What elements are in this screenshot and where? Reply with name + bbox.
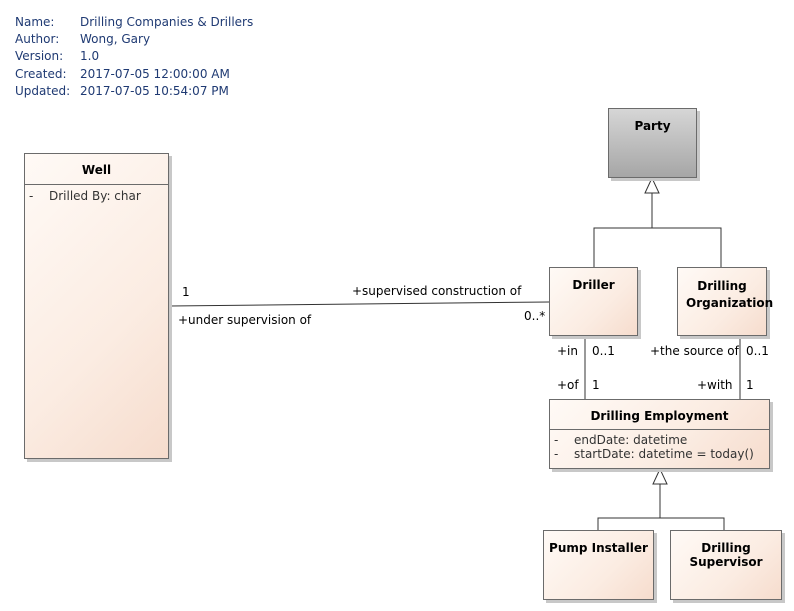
class-drilling-supervisor[interactable]: Drilling Supervisor: [670, 530, 782, 600]
class-drilling-supervisor-name: Drilling Supervisor: [689, 541, 763, 569]
class-drilling-organization-name: Drilling Organization: [686, 279, 774, 310]
class-pump-installer[interactable]: Pump Installer: [543, 530, 654, 600]
generalization-driller-party[interactable]: [593, 193, 653, 267]
class-party[interactable]: Party: [608, 108, 697, 178]
well-role: +under supervision of: [178, 313, 312, 327]
generalization-arrowhead-employment: [652, 467, 668, 485]
driller-multiplicity-well: 0..*: [524, 309, 546, 323]
meta-row-author: Author:Wong, Gary: [15, 32, 151, 47]
class-drilling-employment-attribute-startdate: - startDate: datetime = today(): [554, 447, 754, 461]
employment-role-of: +of: [557, 378, 579, 392]
meta-row-version: Version:1.0: [15, 49, 100, 64]
employment-multiplicity-driller: 1: [592, 378, 600, 392]
meta-row-updated: Updated:2017-07-05 10:54:07 PM: [15, 83, 229, 98]
generalization-org-party[interactable]: [652, 227, 722, 267]
driller-role-supervised: +supervised construction of: [352, 284, 522, 298]
employment-role-with: +with: [697, 378, 733, 392]
org-role-source: +the source of: [650, 344, 739, 358]
class-drilling-employment-separator: [550, 429, 769, 430]
meta-row-name: Name:Drilling Companies & Drillers: [15, 15, 254, 29]
generalization-supervisor-employment[interactable]: [660, 517, 725, 530]
org-multiplicity-employment: 0..1: [746, 344, 769, 358]
class-driller[interactable]: Driller: [549, 267, 638, 336]
generalization-pump-employment[interactable]: [597, 484, 661, 530]
class-drilling-employment-attribute-enddate: - endDate: datetime: [554, 433, 688, 447]
association-well-driller[interactable]: [169, 301, 550, 307]
class-well-attribute: - Drilled By: char: [29, 189, 141, 203]
driller-multiplicity-employment: 0..1: [592, 344, 615, 358]
employment-multiplicity-org: 1: [746, 378, 754, 392]
class-well[interactable]: Well - Drilled By: char: [24, 153, 169, 459]
class-drilling-employment-name: Drilling Employment: [590, 409, 729, 423]
well-multiplicity: 1: [182, 285, 190, 299]
class-drilling-employment[interactable]: Drilling Employment - endDate: datetime …: [549, 399, 770, 469]
class-party-name: Party: [634, 119, 671, 133]
generalization-arrowhead-party: [644, 176, 660, 194]
class-drilling-organization[interactable]: Drilling Organization: [677, 267, 774, 336]
class-pump-installer-name: Pump Installer: [549, 541, 648, 555]
diagram-metadata: Name:Drilling Companies & Drillers Autho…: [15, 14, 253, 100]
class-driller-name: Driller: [572, 278, 615, 292]
driller-role-in: +in: [557, 344, 578, 358]
meta-row-created: Created:2017-07-05 12:00:00 AM: [15, 66, 230, 81]
class-well-name: Well: [81, 163, 112, 177]
class-well-separator: [25, 184, 168, 185]
